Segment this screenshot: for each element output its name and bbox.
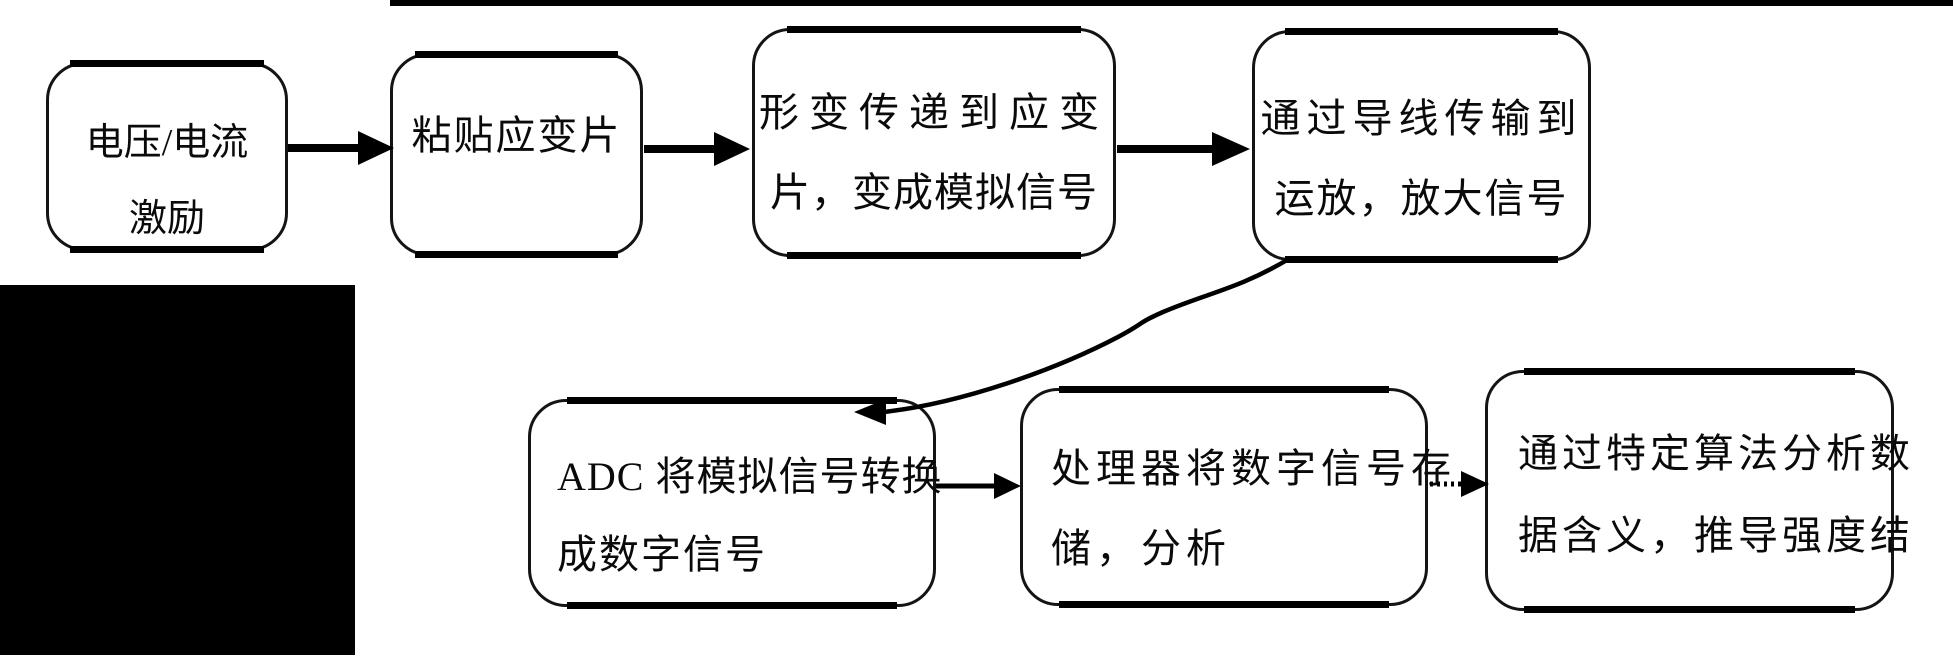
redaction-block <box>0 285 355 655</box>
arrow-adc-to-processor <box>936 473 1021 499</box>
flow-box-text: 成数字信号 <box>557 532 767 577</box>
flow-box-text: 通过导线传输到 <box>1260 96 1583 141</box>
flow-box-adc-conversion: ADC 将模拟信号转换 成数字信号 <box>528 397 943 609</box>
arrow-gauge-to-deformation <box>644 132 750 166</box>
flow-box-text: ADC 将模拟信号转换 <box>557 454 943 499</box>
flow-box-processor-store-analyze: 处理器将数字信号存 储，分析 <box>1020 386 1456 608</box>
flow-box-wire-to-opamp: 通过导线传输到 运放，放大信号 <box>1252 28 1591 263</box>
flow-box-text: 粘贴应变片 <box>411 113 622 158</box>
flow-box-deformation-to-analog: 形变传递到应变 片，变成模拟信号 <box>752 26 1116 259</box>
flow-box-attach-strain-gauge: 粘贴应变片 <box>390 51 643 258</box>
flow-box-excitation: 电压/电流 激励 <box>46 60 288 253</box>
flow-box-text: 运放，放大信号 <box>1274 176 1569 221</box>
flow-box-text: 电压/电流 <box>85 122 249 164</box>
flow-box-text: 处理器将数字信号存 <box>1051 446 1456 491</box>
flow-box-text: 激励 <box>128 198 205 240</box>
flow-box-text: 形变传递到应变 <box>759 90 1109 135</box>
flow-box-algorithm-analysis: 通过特定算法分析数 据含义，推导强度结 <box>1485 368 1914 613</box>
flow-box-text: 通过特定算法分析数 <box>1518 431 1914 476</box>
arrow-deformation-to-opamp <box>1117 132 1250 166</box>
page-rule-line <box>390 0 1953 6</box>
flow-box-text: 据含义，推导强度结 <box>1518 513 1914 558</box>
arrow-excitation-to-gauge <box>288 131 394 165</box>
flow-box-text: 储，分析 <box>1051 526 1231 571</box>
flow-box-text: 片，变成模拟信号 <box>770 170 1098 215</box>
